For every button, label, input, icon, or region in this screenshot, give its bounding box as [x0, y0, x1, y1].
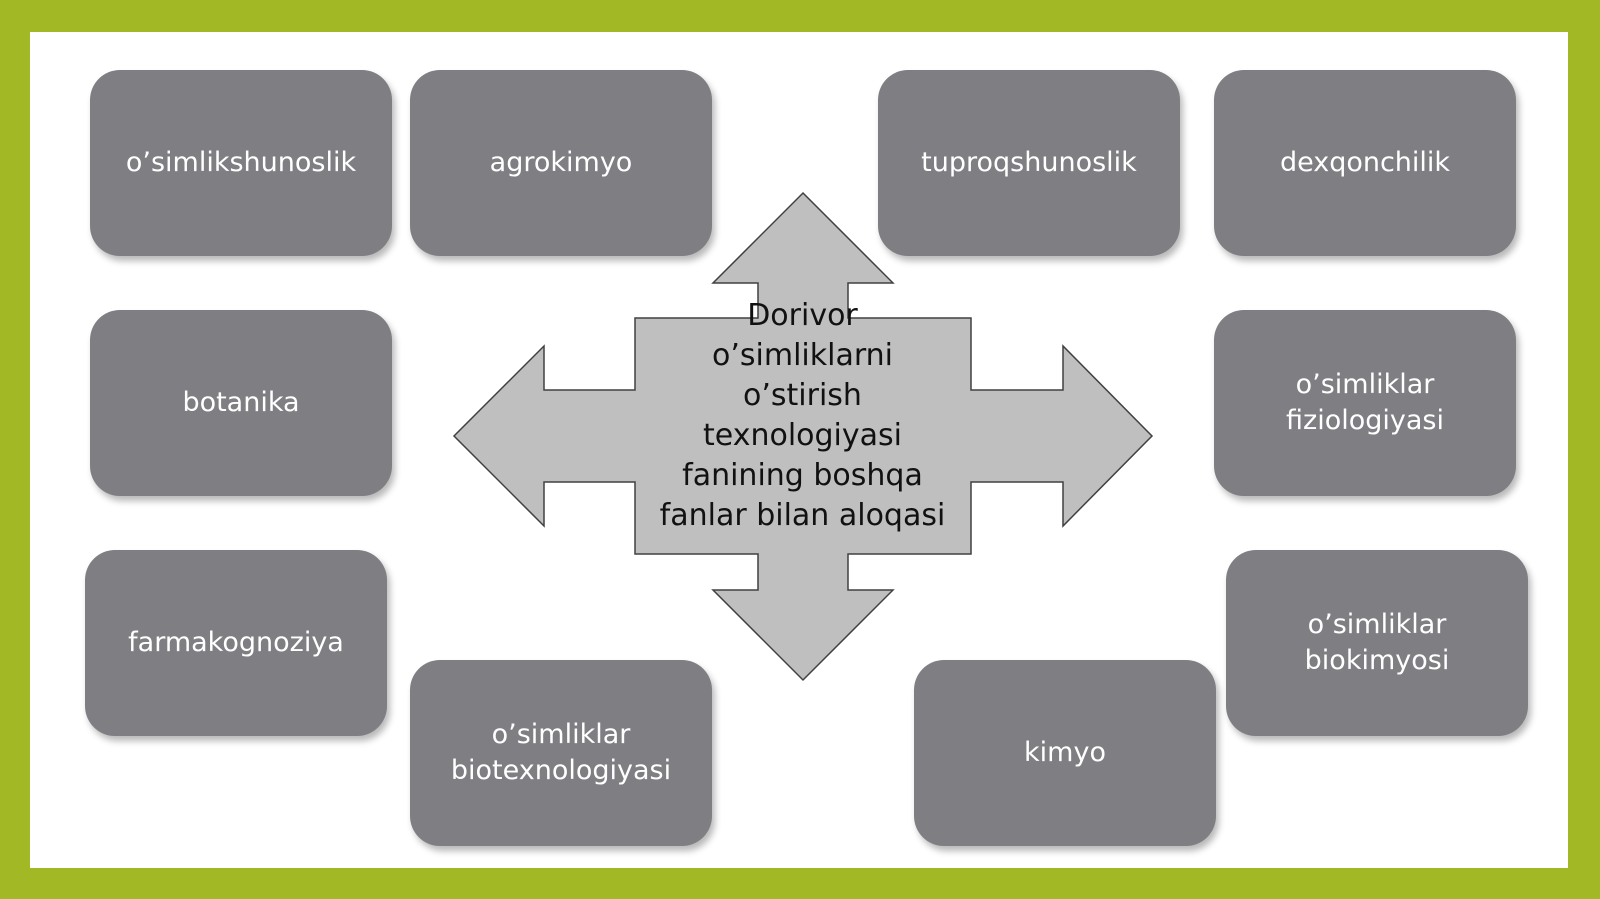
box-label: o’simliklar biotexnologiyasi	[450, 719, 672, 786]
box-dexqonchilik: dexqonchilik	[1214, 70, 1516, 256]
box-osimliklar-biotexnologiyasi: o’simliklar biotexnologiyasi	[410, 660, 712, 846]
box-kimyo: kimyo	[914, 660, 1216, 846]
box-label: o’simliklar biokimyosi	[1304, 609, 1450, 676]
box-agrokimyo: agrokimyo	[410, 70, 712, 256]
box-label: farmakognoziya	[128, 627, 344, 658]
box-label: agrokimyo	[489, 147, 633, 178]
center-title: Dorivor o’simliklarni o’stirish texnolog…	[659, 298, 946, 533]
box-botanika: botanika	[90, 310, 392, 496]
box-tuproqshunoslik: tuproqshunoslik	[878, 70, 1180, 256]
box-label: dexqonchilik	[1279, 147, 1451, 178]
box-label: kimyo	[1024, 737, 1106, 768]
box-farmakognoziya: farmakognoziya	[85, 550, 387, 736]
box-label: tuproqshunoslik	[921, 147, 1137, 178]
quad-arrow-shape	[452, 191, 1154, 682]
box-osimliklar-fiziologiyasi: o’simliklar fiziologiyasi	[1214, 310, 1516, 496]
box-label: o’simliklar fiziologiyasi	[1286, 369, 1444, 436]
box-label: o’simlikshunoslik	[125, 147, 357, 178]
box-label: botanika	[182, 387, 300, 418]
box-osimliklar-biokimyosi: o’simliklar biokimyosi	[1226, 550, 1528, 736]
box-osimlikshunoslik: o’simlikshunoslik	[90, 70, 392, 256]
